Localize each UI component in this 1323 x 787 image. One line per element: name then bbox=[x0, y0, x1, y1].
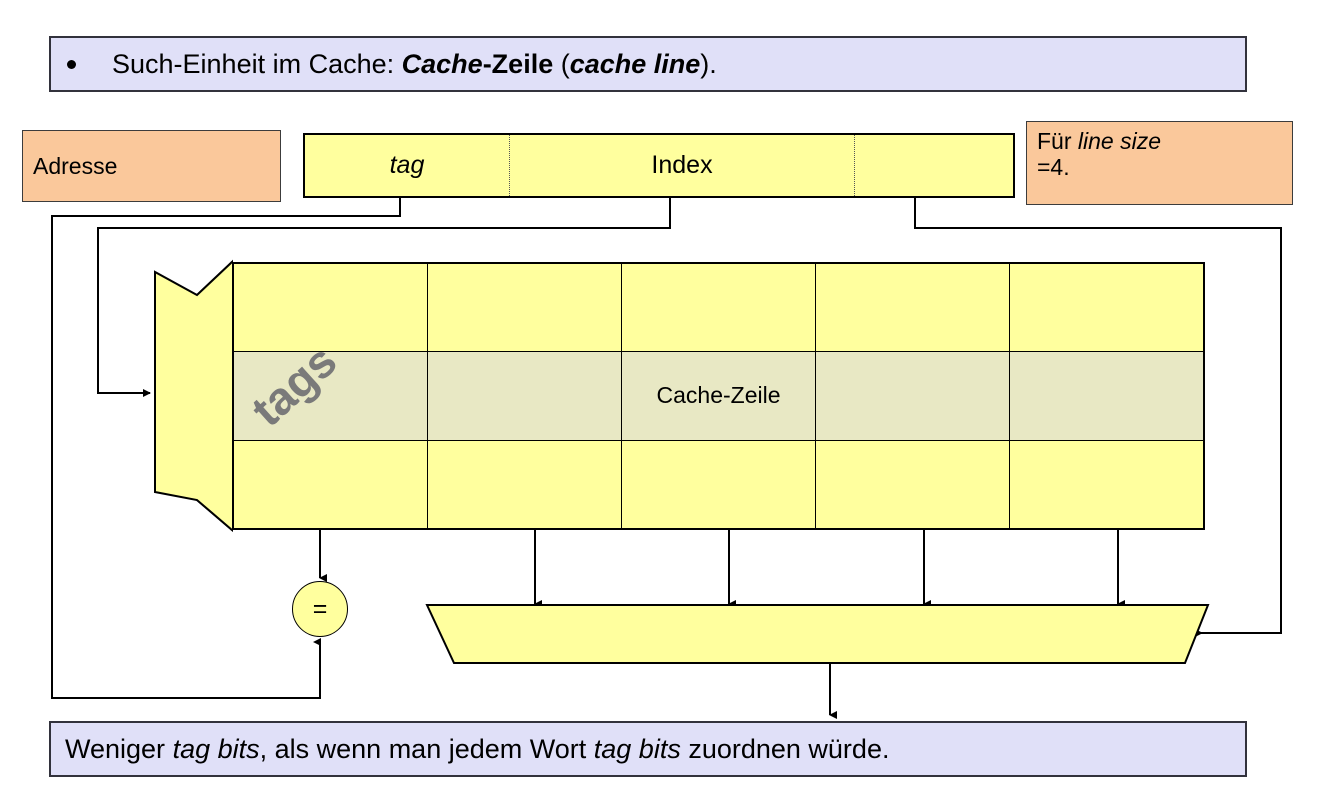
offset-to-mux-select-wire bbox=[914, 198, 1282, 637]
cache-cell-1-1 bbox=[428, 352, 622, 440]
cache-row-2 bbox=[234, 440, 1203, 528]
bottom-banner-part-2: tag bits bbox=[172, 733, 260, 764]
address-field-strip: tag Index bbox=[303, 133, 1015, 198]
cache-cell-2-1 bbox=[428, 440, 622, 528]
cache-row-1-highlighted: Cache-Zeile bbox=[234, 351, 1203, 441]
top-banner-part-5: ). bbox=[700, 48, 717, 79]
top-banner-part-2-zeile: -Zeile bbox=[482, 48, 554, 79]
top-callout-banner: Such-Einheit im Cache: Cache-Zeile (cach… bbox=[49, 36, 1254, 99]
bullet-point-icon bbox=[67, 59, 76, 69]
bottom-banner-part-4: tag bits bbox=[593, 733, 681, 764]
bottom-banner-part-1: Weniger bbox=[65, 733, 173, 764]
bottom-banner-part-3: , als wenn man jedem Wort bbox=[259, 733, 594, 764]
bottom-callout-banner: Weniger tag bits, als wenn man jedem Wor… bbox=[49, 721, 1254, 784]
cache-cell-2-3 bbox=[816, 440, 1010, 528]
cache-cell-1-3 bbox=[816, 352, 1010, 440]
address-segment-index: Index bbox=[510, 135, 855, 196]
comparator-equals-node: = bbox=[292, 581, 348, 637]
address-segment-index-label: Index bbox=[651, 151, 713, 179]
cache-row-0 bbox=[234, 264, 1203, 352]
cache-array-grid: Cache-Zeile bbox=[232, 262, 1205, 530]
cache-cell-1-4 bbox=[1010, 352, 1203, 439]
cache-cell-2-0 bbox=[234, 440, 428, 528]
cache-cell-0-4 bbox=[1010, 264, 1203, 351]
cache-cell-1-0 bbox=[234, 352, 428, 440]
cache-cell-1-2-cache-zeile: Cache-Zeile bbox=[622, 352, 816, 440]
cache-zeile-label: Cache-Zeile bbox=[656, 382, 781, 409]
adresse-note-box: Adresse bbox=[22, 130, 281, 202]
address-segment-tag-label: tag bbox=[389, 151, 425, 179]
cache-cell-0-0 bbox=[234, 264, 428, 352]
cache-cell-0-1 bbox=[428, 264, 622, 352]
line-size-suffix: =4. bbox=[1037, 154, 1070, 181]
adresse-label: Adresse bbox=[33, 152, 118, 179]
line-size-prefix: Für bbox=[1037, 128, 1078, 154]
cache-cell-2-2 bbox=[622, 440, 816, 528]
cache-cell-2-4 bbox=[1010, 441, 1203, 528]
tag-to-comparator-wire bbox=[51, 198, 401, 699]
top-banner-part-1: Such-Einheit im Cache: bbox=[112, 48, 402, 79]
line-size-note-box: Für line size =4. bbox=[1026, 121, 1293, 205]
top-banner-part-2-cache: Cache bbox=[401, 48, 483, 79]
cache-cell-0-3 bbox=[816, 264, 1010, 352]
address-segment-tag: tag bbox=[305, 135, 510, 196]
comparator-label: = bbox=[312, 594, 328, 623]
bottom-banner-text: Weniger tag bits, als wenn man jedem Wor… bbox=[51, 733, 890, 764]
top-banner-part-4: cache line bbox=[569, 48, 701, 79]
line-size-italic: line size bbox=[1077, 128, 1161, 154]
top-banner-text: Such-Einheit im Cache: Cache-Zeile (cach… bbox=[98, 48, 717, 79]
index-to-decoder-wire bbox=[97, 198, 671, 397]
row-decoder-body bbox=[154, 261, 233, 531]
cache-cell-0-2 bbox=[622, 264, 816, 352]
bottom-banner-part-5: zuordnen würde. bbox=[680, 733, 890, 764]
multiplexer-shape bbox=[425, 604, 1210, 664]
top-banner-part-3: ( bbox=[553, 48, 570, 79]
